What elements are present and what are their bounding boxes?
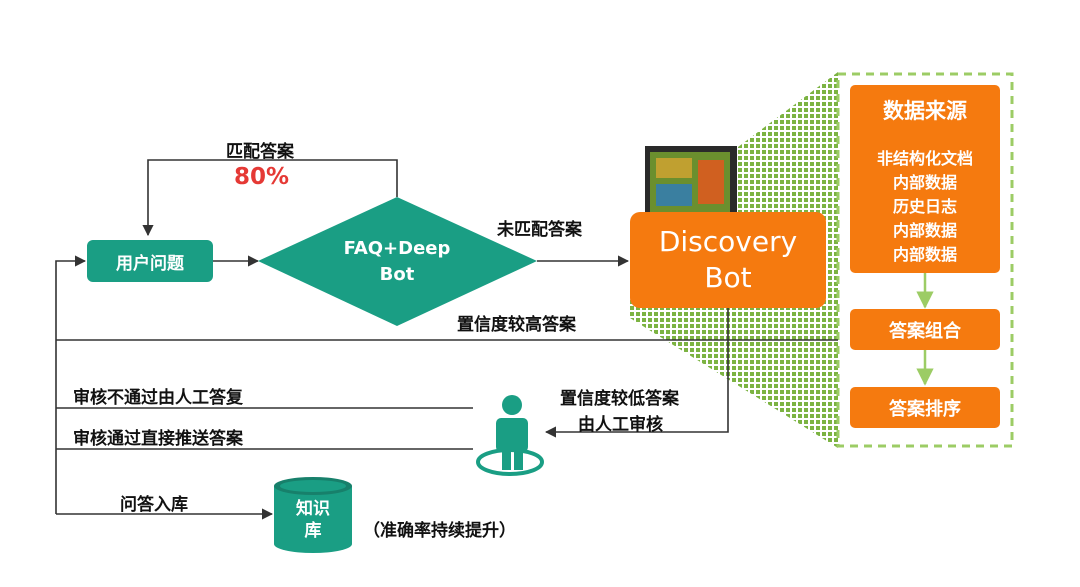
knowledge-base-line-1: 知识 <box>296 499 330 519</box>
faq-bot-label: FAQ+Deep Bot <box>327 232 467 292</box>
data-source-item: 历史日志 <box>892 197 957 216</box>
data-source-box: 数据来源 非结构化文档 内部数据 历史日志 内部数据 内部数据 <box>850 85 1000 273</box>
low-confidence-label-2: 由人工审核 <box>578 415 663 435</box>
match-rate: 80% <box>234 164 290 190</box>
screenshot-thumbnail <box>645 146 737 218</box>
person-reviewer-icon <box>476 395 544 476</box>
data-source-item: 内部数据 <box>892 173 957 192</box>
review-fail-label: 审核不通过由人工答复 <box>73 388 243 408</box>
answer-rank-label: 答案排序 <box>889 398 961 420</box>
review-pass-label: 审核通过直接推送答案 <box>73 429 243 449</box>
data-source-item: 非结构化文档 <box>876 149 973 168</box>
data-source-title: 数据来源 <box>883 99 967 123</box>
answer-rank-box: 答案排序 <box>850 387 1000 428</box>
unmatched-label: 未匹配答案 <box>497 220 582 240</box>
left-return-bus <box>55 255 87 514</box>
discovery-bot-line-1: Discovery <box>658 225 798 258</box>
discovery-bot-node: Discovery Bot <box>630 212 826 308</box>
discovery-bot-line-2: Bot <box>704 261 752 294</box>
match-label: 匹配答案 <box>226 142 294 162</box>
user-question-node: 用户问题 <box>87 240 213 282</box>
user-question-label: 用户问题 <box>116 253 184 274</box>
qa-store-label: 问答入库 <box>120 495 188 515</box>
faq-bot-diamond <box>258 197 537 326</box>
data-source-item: 内部数据 <box>892 245 957 264</box>
high-confidence-label: 置信度较高答案 <box>457 315 576 335</box>
data-source-item: 内部数据 <box>892 221 957 240</box>
answer-combine-label: 答案组合 <box>889 320 961 342</box>
knowledge-base-line-2: 库 <box>304 521 322 541</box>
database-cylinder-icon <box>274 477 352 553</box>
knowledge-base-label: 知识 库 <box>274 496 352 544</box>
faq-bot-line-1: FAQ+Deep <box>343 238 451 259</box>
match-loop-line <box>142 159 398 237</box>
low-confidence-line <box>544 308 729 438</box>
accuracy-note: （准确率持续提升） <box>363 521 516 541</box>
faq-bot-line-2: Bot <box>379 264 415 285</box>
answer-combine-box: 答案组合 <box>850 309 1000 350</box>
low-confidence-label-1: 置信度较低答案 <box>560 389 679 409</box>
